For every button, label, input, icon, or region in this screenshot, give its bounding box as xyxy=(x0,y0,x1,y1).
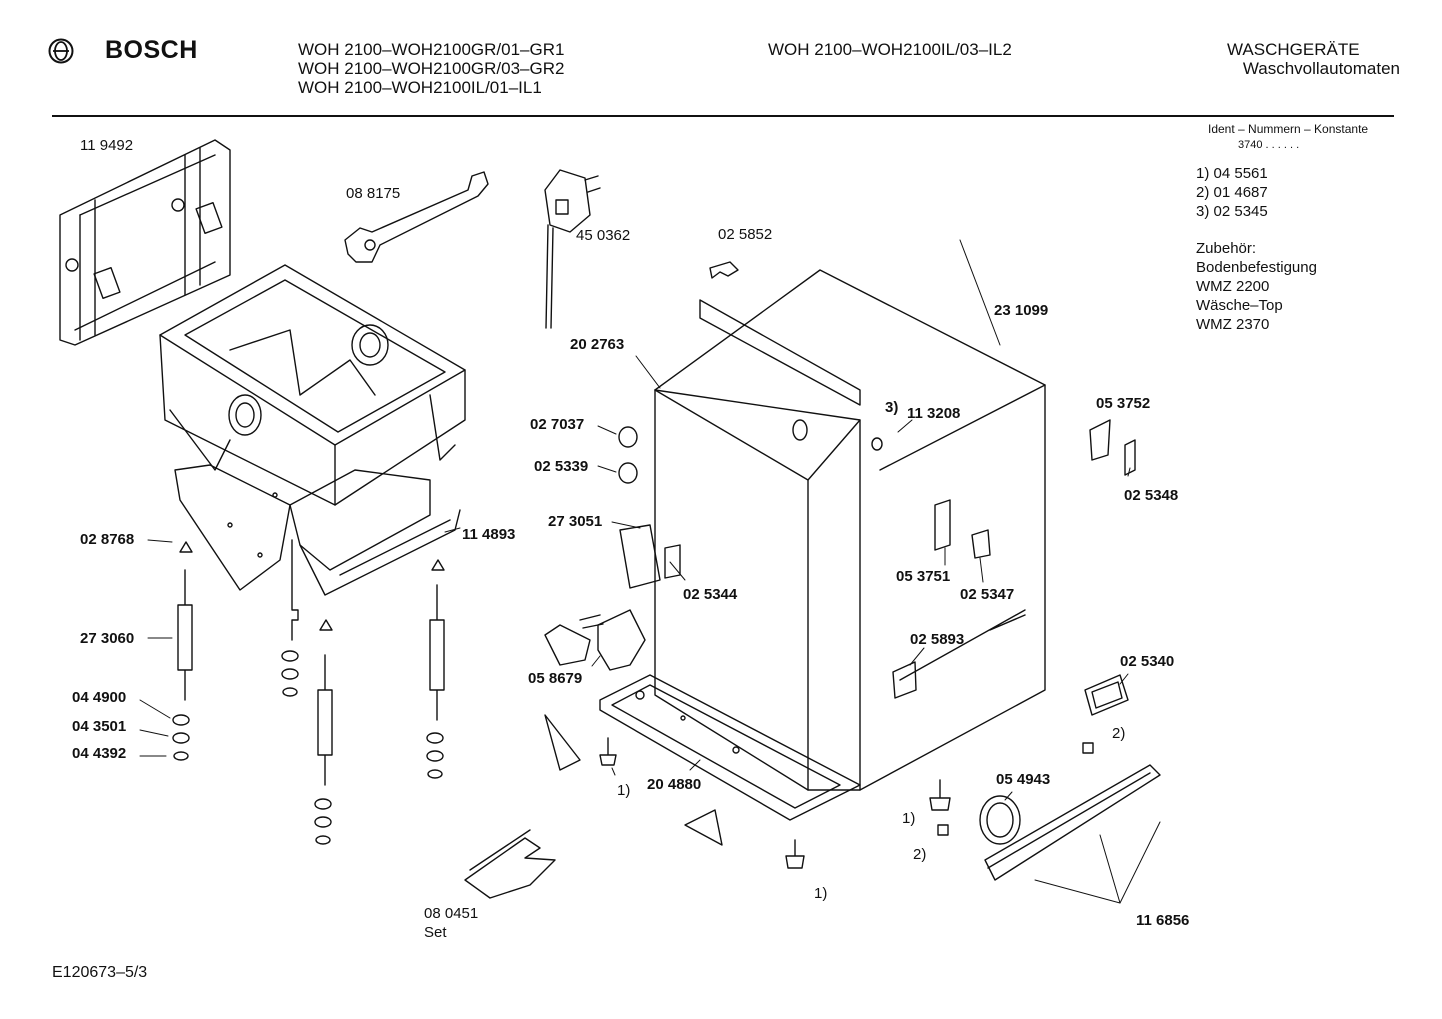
ident-title: Ident – Nummern – Konstante xyxy=(1208,122,1369,136)
latch-part xyxy=(893,662,916,698)
part-label: 02 8768 xyxy=(80,531,135,548)
model-line-mid: WOH 2100–WOH2100IL/03–IL2 xyxy=(768,40,1012,59)
kickplate-part xyxy=(985,765,1160,880)
base-frame-part xyxy=(600,675,860,820)
model-line: WOH 2100–WOH2100IL/01–IL1 xyxy=(298,78,542,97)
callout-marker: 2) xyxy=(1112,725,1126,742)
part-label: 04 4900 xyxy=(72,689,127,706)
part-label: 02 5893 xyxy=(910,631,965,648)
mat-part xyxy=(465,830,555,898)
leader-lines xyxy=(140,240,1160,903)
drawing-code: E120673–5/3 xyxy=(52,964,148,981)
part-label: 05 3751 xyxy=(896,568,951,585)
model-line: WOH 2100–WOH2100GR/03–GR2 xyxy=(298,59,565,78)
bracket-part xyxy=(685,810,722,845)
accessory-item: WMZ 2200 xyxy=(1196,278,1270,295)
power-plug-part xyxy=(545,170,600,328)
part-label: 02 7037 xyxy=(530,416,585,433)
cap-nut-part xyxy=(180,542,192,552)
wrench-part xyxy=(345,172,488,262)
part-label: 05 8679 xyxy=(528,670,583,687)
part-label: 11 4893 xyxy=(462,526,516,543)
foot-part xyxy=(600,738,950,868)
ref-item: 1) 04 5561 xyxy=(1196,165,1268,182)
model-list: WOH 2100–WOH2100GR/01–GR1 WOH 2100–WOH21… xyxy=(298,40,564,97)
grommet-part xyxy=(619,463,637,483)
bracket-part xyxy=(545,715,580,770)
grommet-part xyxy=(872,438,882,450)
part-label: 02 5852 xyxy=(718,226,773,243)
category-block: WASCHGERÄTE Waschvollautomaten xyxy=(1212,40,1400,78)
part-label-note: Set xyxy=(424,924,447,941)
seal-ring-part xyxy=(980,796,1020,844)
part-label: 02 5348 xyxy=(1124,487,1179,504)
part-label: 02 5344 xyxy=(683,586,738,603)
ref-item: 2) 01 4687 xyxy=(1196,184,1268,201)
part-label: 02 5340 xyxy=(1120,653,1175,670)
shock-absorber-part xyxy=(178,540,444,785)
bosch-logo-icon xyxy=(48,38,74,64)
part-label: 05 3752 xyxy=(1096,395,1151,412)
tub-part xyxy=(160,265,465,505)
mounting-frame-part xyxy=(60,140,230,345)
callout-marker: 1) xyxy=(617,782,631,799)
part-label: 05 4943 xyxy=(996,771,1051,788)
brand-name: BOSCH xyxy=(105,36,198,64)
part-label: 02 5339 xyxy=(534,458,589,475)
part-label: 02 5347 xyxy=(960,586,1015,603)
callout-marker: 3) xyxy=(885,399,899,416)
accessory-list: Zubehör: Bodenbefestigung WMZ 2200 Wäsch… xyxy=(1196,239,1317,334)
part-label-mat: 08 0451 Set xyxy=(424,904,478,942)
callout-marker: 2) xyxy=(913,846,927,863)
hinge-part xyxy=(1090,420,1110,460)
part-label: 23 1099 xyxy=(994,302,1049,319)
part-label: 27 3060 xyxy=(80,630,135,647)
part-label: 11 3208 xyxy=(907,405,961,422)
washer-stack-part xyxy=(173,651,443,844)
part-label: 08 8175 xyxy=(346,185,401,202)
part-label: 04 3501 xyxy=(72,718,127,735)
accessory-title: Zubehör: xyxy=(1196,240,1257,257)
clip-part xyxy=(1083,743,1093,753)
accessory-item: Bodenbefestigung xyxy=(1196,259,1317,276)
part-label: 45 0362 xyxy=(576,227,631,244)
part-label: 04 4392 xyxy=(72,745,127,762)
hinge-part xyxy=(1125,440,1135,475)
ident-value: 3740 . . . . . . xyxy=(1238,139,1300,151)
hinge-part xyxy=(665,545,680,578)
lock-part xyxy=(935,500,950,550)
handle-part xyxy=(1085,675,1128,715)
cap-nut-part xyxy=(320,620,332,630)
category-title: WASCHGERÄTE xyxy=(1227,40,1360,59)
cabinet-part xyxy=(620,270,1045,790)
part-label: 11 6856 xyxy=(1136,912,1190,929)
ref-item: 3) 02 5345 xyxy=(1196,203,1268,220)
callout-marker: 1) xyxy=(902,810,916,827)
accessory-item: WMZ 2370 xyxy=(1196,316,1270,333)
part-label: 20 4880 xyxy=(647,776,702,793)
cap-nut-part xyxy=(432,560,444,570)
grommet-part xyxy=(619,427,637,447)
category-subtitle: Waschvollautomaten xyxy=(1242,59,1400,78)
callout-marker: 1) xyxy=(814,885,828,902)
cradle-part xyxy=(175,465,460,595)
part-label: 20 2763 xyxy=(570,336,625,353)
model-line: WOH 2100–WOH2100GR/01–GR1 xyxy=(298,40,565,59)
part-label: 11 9492 xyxy=(80,137,134,154)
valve-part xyxy=(545,610,645,670)
part-label: 08 0451 xyxy=(424,905,479,922)
clip-part xyxy=(938,825,948,835)
part-label: 27 3051 xyxy=(548,513,603,530)
switch-part xyxy=(972,530,990,558)
cable-clip-part xyxy=(710,262,738,278)
ref-list: 1) 04 5561 2) 01 4687 3) 02 5345 xyxy=(1196,164,1268,221)
header-rule xyxy=(52,115,1394,117)
accessory-item: Wäsche–Top xyxy=(1196,297,1283,314)
